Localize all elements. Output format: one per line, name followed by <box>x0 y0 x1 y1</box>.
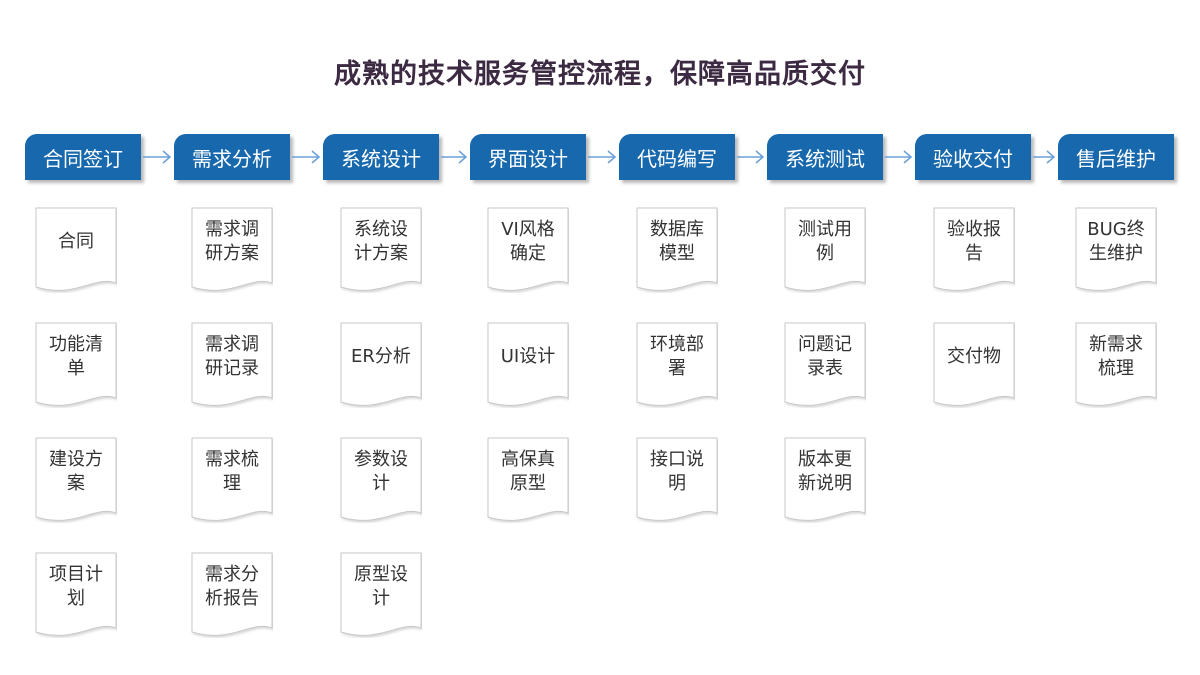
document-label: 参数设 计 <box>354 449 408 494</box>
stage-3: 系统设计 <box>323 134 439 180</box>
document-card: 合同 <box>35 207 117 293</box>
document-label: 项目计 划 <box>49 564 103 609</box>
document-card: 项目计 划 <box>35 552 117 638</box>
document-icon <box>933 322 1015 406</box>
document-label: BUG终 生维护 <box>1087 219 1145 264</box>
document-label: 需求梳 理 <box>205 449 259 494</box>
document-card: 接口说 明 <box>636 437 718 523</box>
document-card: VI风格 确定 <box>487 207 569 293</box>
stage-1: 合同签订 <box>25 134 141 180</box>
document-icon <box>784 322 866 406</box>
arrow-right-icon <box>292 150 321 164</box>
document-card: 需求调 研记录 <box>191 322 273 408</box>
document-icon <box>340 322 422 406</box>
document-icon <box>191 322 273 406</box>
document-label: 原型设 计 <box>354 564 408 609</box>
document-icon <box>35 437 117 521</box>
document-card: 高保真 原型 <box>487 437 569 523</box>
document-icon <box>340 437 422 521</box>
document-icon <box>191 437 273 521</box>
document-icon <box>191 552 273 636</box>
arrow-right-icon <box>441 150 468 164</box>
document-label: 需求分 析报告 <box>205 564 259 609</box>
document-label: 需求调 研方案 <box>205 219 259 264</box>
document-card: BUG终 生维护 <box>1075 207 1157 293</box>
document-icon <box>784 437 866 521</box>
document-card: 建设方 案 <box>35 437 117 523</box>
document-card: 需求调 研方案 <box>191 207 273 293</box>
document-card: 数据库 模型 <box>636 207 718 293</box>
document-card: 问题记 录表 <box>784 322 866 408</box>
document-label: ER分析 <box>351 346 411 367</box>
document-label: 新需求 梳理 <box>1089 334 1143 379</box>
document-icon <box>636 322 718 406</box>
document-card: 参数设 计 <box>340 437 422 523</box>
document-card: 版本更 新说明 <box>784 437 866 523</box>
document-icon <box>35 552 117 636</box>
document-card: UI设计 <box>487 322 569 408</box>
arrow-right-icon <box>1033 150 1056 164</box>
document-card: 系统设 计方案 <box>340 207 422 293</box>
document-card: 需求梳 理 <box>191 437 273 523</box>
stage-7: 验收交付 <box>915 134 1031 180</box>
document-label: 高保真 原型 <box>501 449 555 494</box>
document-label: 需求调 研记录 <box>205 334 259 379</box>
document-card: 新需求 梳理 <box>1075 322 1157 408</box>
document-card: 功能清 单 <box>35 322 117 408</box>
arrow-right-icon <box>143 150 172 164</box>
document-label: 环境部 署 <box>650 334 704 379</box>
document-label: 接口说 明 <box>650 449 704 494</box>
document-icon <box>340 207 422 291</box>
document-icon <box>784 207 866 291</box>
document-label: 系统设 计方案 <box>354 219 408 264</box>
document-label: 建设方 案 <box>49 449 103 494</box>
document-icon <box>487 207 569 291</box>
page-title: 成熟的技术服务管控流程，保障高品质交付 <box>334 59 866 90</box>
arrow-right-icon <box>885 150 913 164</box>
stage-5: 代码编写 <box>619 134 735 180</box>
document-card: ER分析 <box>340 322 422 408</box>
stage-2: 需求分析 <box>174 134 290 180</box>
document-label: 验收报 告 <box>947 219 1001 264</box>
document-label: UI设计 <box>500 346 556 367</box>
document-label: 交付物 <box>947 346 1001 367</box>
document-icon <box>487 437 569 521</box>
document-label: 测试用 例 <box>798 219 852 264</box>
document-card: 环境部 署 <box>636 322 718 408</box>
arrow-right-icon <box>588 150 617 164</box>
document-label: 数据库 模型 <box>650 219 704 264</box>
document-icon <box>636 207 718 291</box>
document-card: 交付物 <box>933 322 1015 408</box>
document-label: VI风格 确定 <box>501 219 555 264</box>
arrow-right-icon <box>737 150 765 164</box>
document-icon <box>35 207 117 291</box>
stage-6: 系统测试 <box>767 134 883 180</box>
document-icon <box>487 322 569 406</box>
document-icon <box>340 552 422 636</box>
document-label: 功能清 单 <box>49 334 103 379</box>
document-label: 版本更 新说明 <box>798 449 852 494</box>
document-card: 验收报 告 <box>933 207 1015 293</box>
document-icon <box>1075 322 1157 406</box>
document-label: 合同 <box>58 231 94 252</box>
document-card: 原型设 计 <box>340 552 422 638</box>
stage-8: 售后维护 <box>1058 134 1174 180</box>
document-card: 测试用 例 <box>784 207 866 293</box>
document-icon <box>35 322 117 406</box>
document-label: 问题记 录表 <box>798 334 852 379</box>
document-icon <box>1075 207 1157 291</box>
stage-4: 界面设计 <box>470 134 586 180</box>
document-icon <box>933 207 1015 291</box>
document-icon <box>191 207 273 291</box>
document-card: 需求分 析报告 <box>191 552 273 638</box>
document-icon <box>636 437 718 521</box>
